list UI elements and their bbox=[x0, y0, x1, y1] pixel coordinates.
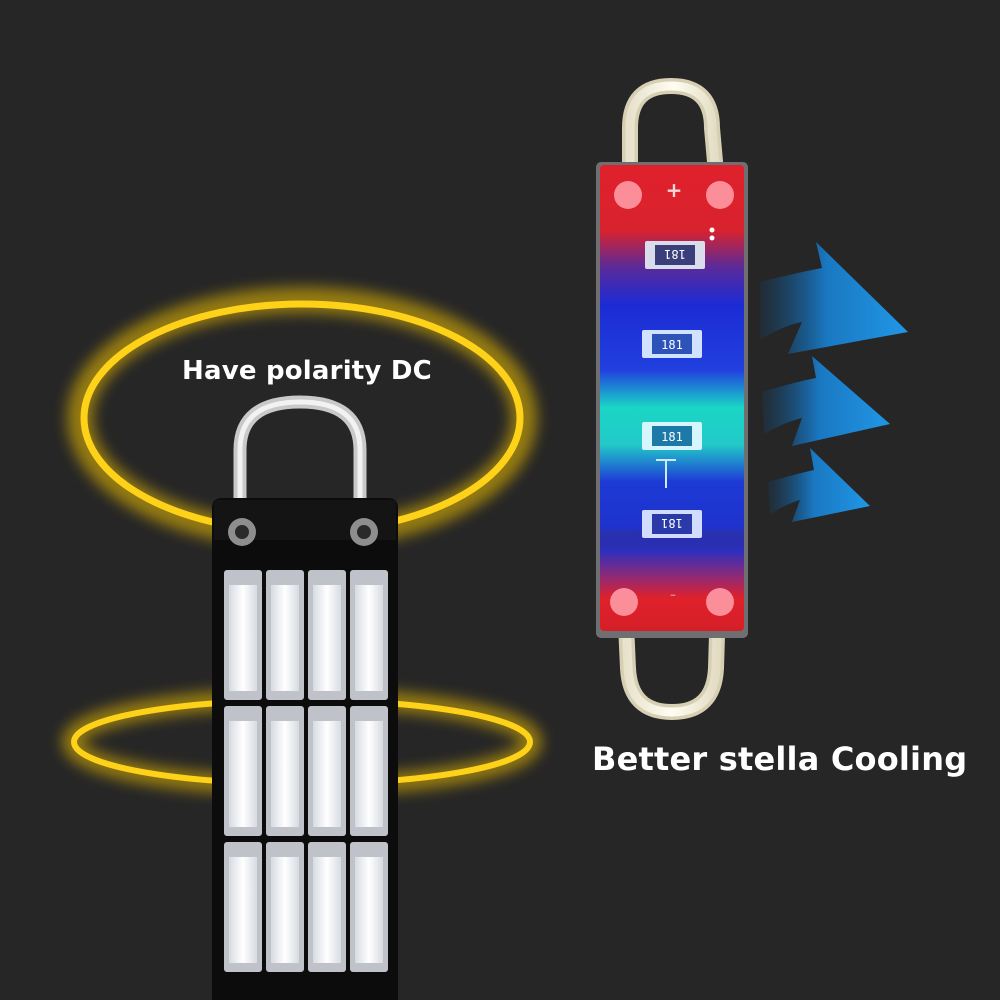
airflow-arrows bbox=[760, 242, 908, 522]
resistor-2: 181 bbox=[642, 330, 702, 358]
festoon-bulb: + - 181 181 181 bbox=[596, 77, 748, 721]
svg-text:181: 181 bbox=[661, 338, 683, 352]
svg-text:181: 181 bbox=[661, 516, 683, 530]
airflow-arrow-icon bbox=[762, 356, 890, 446]
svg-text:181: 181 bbox=[661, 430, 683, 444]
plus-mark: + bbox=[666, 178, 683, 202]
resistor-1: 181 bbox=[645, 241, 705, 269]
caption-cooling: Better stella Cooling bbox=[592, 740, 968, 778]
airflow-arrow-icon bbox=[760, 242, 908, 354]
resistor-4: 181 bbox=[642, 510, 702, 538]
led-grid bbox=[224, 570, 388, 972]
svg-text:181: 181 bbox=[664, 247, 686, 261]
caption-polarity: Have polarity DC bbox=[182, 356, 432, 386]
minus-mark: - bbox=[670, 584, 677, 605]
airflow-arrow-icon bbox=[768, 448, 870, 522]
resistor-3: 181 bbox=[642, 422, 702, 450]
led-board bbox=[212, 395, 398, 1000]
